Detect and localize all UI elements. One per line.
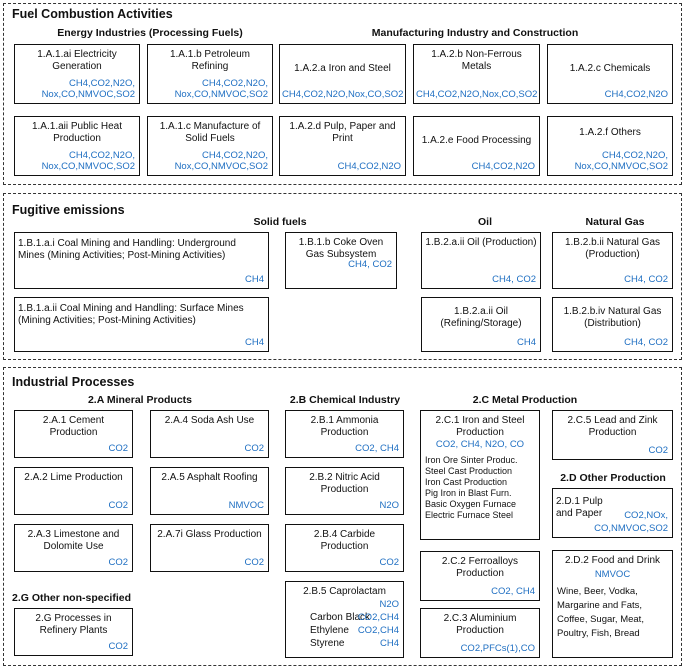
box-1b2aii-oil-refining: 1.B.2.a.ii Oil (Refining/Storage) CH4	[421, 297, 541, 352]
fugitive-section	[3, 193, 682, 360]
fugitive-title: Fugitive emissions	[12, 203, 125, 217]
box-1a2a-iron-steel: 1.A.2.a Iron and Steel CH4,CO2,N2O,Nox,C…	[279, 44, 406, 104]
box-2d2-food-drink: 2.D.2 Food and Drink NMVOC Wine, Beer, V…	[552, 550, 673, 658]
box-2a4-soda-ash: 2.A.4 Soda Ash Use CO2	[150, 410, 269, 458]
box-1a1aii-public-heat: 1.A.1.aii Public Heat Production CH4,CO2…	[14, 116, 140, 176]
industrial-title: Industrial Processes	[12, 375, 135, 389]
box-1a1ai-electricity: 1.A.1.ai Electricity Generation CH4,CO2,…	[14, 44, 140, 104]
solid-fuels-heading: Solid fuels	[253, 216, 307, 228]
manufacturing-heading: Manufacturing Industry and Construction	[371, 27, 579, 39]
box-1b2bii-gas-production: 1.B.2.b.ii Natural Gas (Production) CH4,…	[552, 232, 673, 289]
box-1a2b-nonferrous: 1.A.2.b Non-Ferrous Metals CH4,CO2,N2O,N…	[413, 44, 540, 104]
natural-gas-heading: Natural Gas	[585, 216, 645, 228]
box-2g-refinery: 2.G Processes in Refinery Plants CO2	[14, 608, 133, 656]
box-1a2d-pulp-paper: 1.A.2.d Pulp, Paper and Print CH4,CO2,N2…	[279, 116, 406, 176]
box-1b1aii-surface: 1.B.1.a.ii Coal Mining and Handling: Sur…	[14, 297, 269, 352]
other-production-heading: 2.D Other Production	[560, 472, 666, 484]
box-2a7i-glass: 2.A.7i Glass Production CO2	[150, 524, 269, 572]
box-1b2biv-gas-distribution: 1.B.2.b.iv Natural Gas (Distribution) CH…	[552, 297, 673, 352]
box-1a2f-others: 1.A.2.f Others CH4,CO2,N2O, Nox,CO,NMVOC…	[547, 116, 673, 176]
box-2a2-lime: 2.A.2 Lime Production CO2	[14, 467, 133, 515]
box-1a2c-chemicals: 1.A.2.c Chemicals CH4,CO2,N2O	[547, 44, 673, 104]
mineral-heading: 2.A Mineral Products	[87, 394, 193, 406]
fuel-combustion-section	[3, 3, 682, 185]
box-2b4-carbide: 2.B.4 Carbide Production CO2	[285, 524, 404, 572]
box-1a1c-solid-fuels: 1.A.1.c Manufacture of Solid Fuels CH4,C…	[147, 116, 273, 176]
box-1b1ai-underground: 1.B.1.a.i Coal Mining and Handling: Unde…	[14, 232, 269, 289]
box-1b2aii-oil-production: 1.B.2.a.ii Oil (Production) CH4, CO2	[421, 232, 541, 289]
fuel-combustion-title: Fuel Combustion Activities	[12, 7, 173, 21]
box-2b5-caprolactam: 2.B.5 Caprolactam N2O Carbon Black CO2,C…	[285, 581, 404, 658]
industrial-section	[3, 367, 682, 666]
chemical-heading: 2.B Chemical Industry	[289, 394, 401, 406]
box-2a1-cement: 2.A.1 Cement Production CO2	[14, 410, 133, 458]
box-2c1-iron-steel: 2.C.1 Iron and Steel Production CO2, CH4…	[420, 410, 540, 540]
nonspecified-heading: 2.G Other non-specified	[12, 592, 132, 604]
box-2b2-nitric-acid: 2.B.2 Nitric Acid Production N2O	[285, 467, 404, 515]
box-2d1-pulp-paper: 2.D.1 Pulp and Paper CO2,NOx, CO,NMVOC,S…	[552, 488, 673, 538]
box-1a2e-food: 1.A.2.e Food Processing CH4,CO2,N2O	[413, 116, 540, 176]
oil-heading: Oil	[477, 216, 492, 228]
metal-heading: 2.C Metal Production	[472, 394, 578, 406]
box-1a1b-petroleum: 1.A.1.b Petroleum Refining CH4,CO2,N2O, …	[147, 44, 273, 104]
box-2c3-aluminium: 2.C.3 Aluminium Production CO2,PFCs(1),C…	[420, 608, 540, 658]
box-2b1-ammonia: 2.B.1 Ammonia Production CO2, CH4	[285, 410, 404, 458]
energy-industries-heading: Energy Industries (Processing Fuels)	[57, 27, 243, 39]
box-1b1b-coke-oven: 1.B.1.b Coke Oven Gas Subsystem CH4, CO2	[285, 232, 397, 289]
box-2c2-ferroalloys: 2.C.2 Ferroalloys Production CO2, CH4	[420, 551, 540, 601]
box-2a5-asphalt: 2.A.5 Asphalt Roofing NMVOC	[150, 467, 269, 515]
box-2a3-limestone: 2.A.3 Limestone and Dolomite Use CO2	[14, 524, 133, 572]
box-2c5-lead-zink: 2.C.5 Lead and Zink Production CO2	[552, 410, 673, 460]
